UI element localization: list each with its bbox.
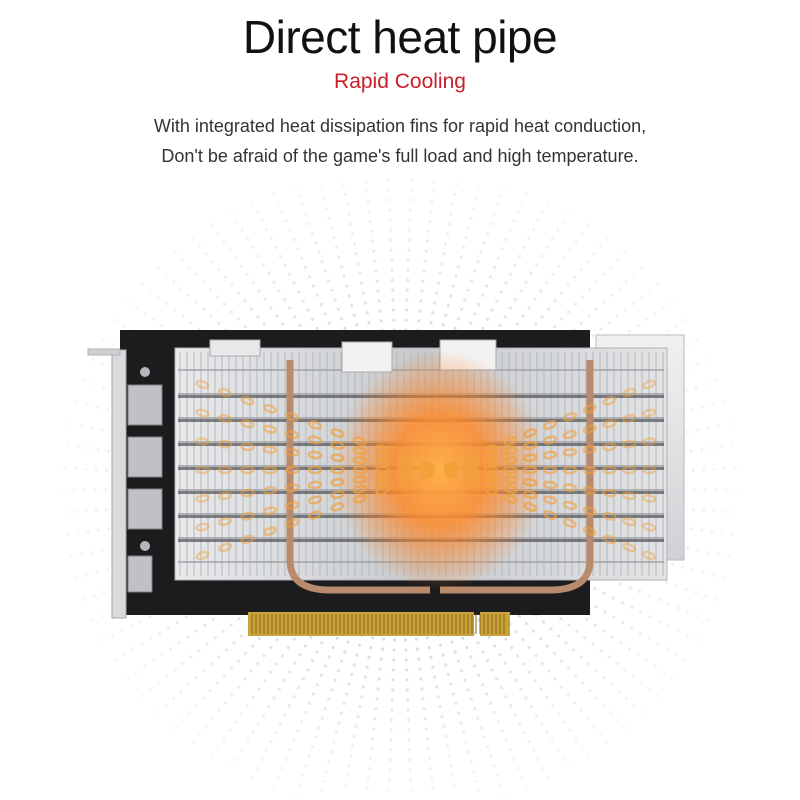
description-line-2: Don't be afraid of the game's full load … (161, 146, 639, 166)
graphics-card (87, 330, 685, 636)
io-bracket (111, 349, 127, 619)
page-subtitle: Rapid Cooling (334, 70, 466, 93)
heat-flow-arrows (195, 379, 657, 561)
heat-glow (335, 350, 545, 590)
hdmi-port (127, 384, 163, 426)
displayport-2 (127, 488, 163, 530)
displayport-3 (127, 555, 153, 593)
description-line-1: With integrated heat dissipation fins fo… (153, 116, 647, 136)
page-title: Direct heat pipe (242, 11, 558, 63)
gold-contacts-short (480, 612, 510, 636)
displayport-1 (127, 436, 163, 478)
heat-pipe-right (440, 360, 594, 594)
heat-pipe-left (286, 360, 430, 594)
